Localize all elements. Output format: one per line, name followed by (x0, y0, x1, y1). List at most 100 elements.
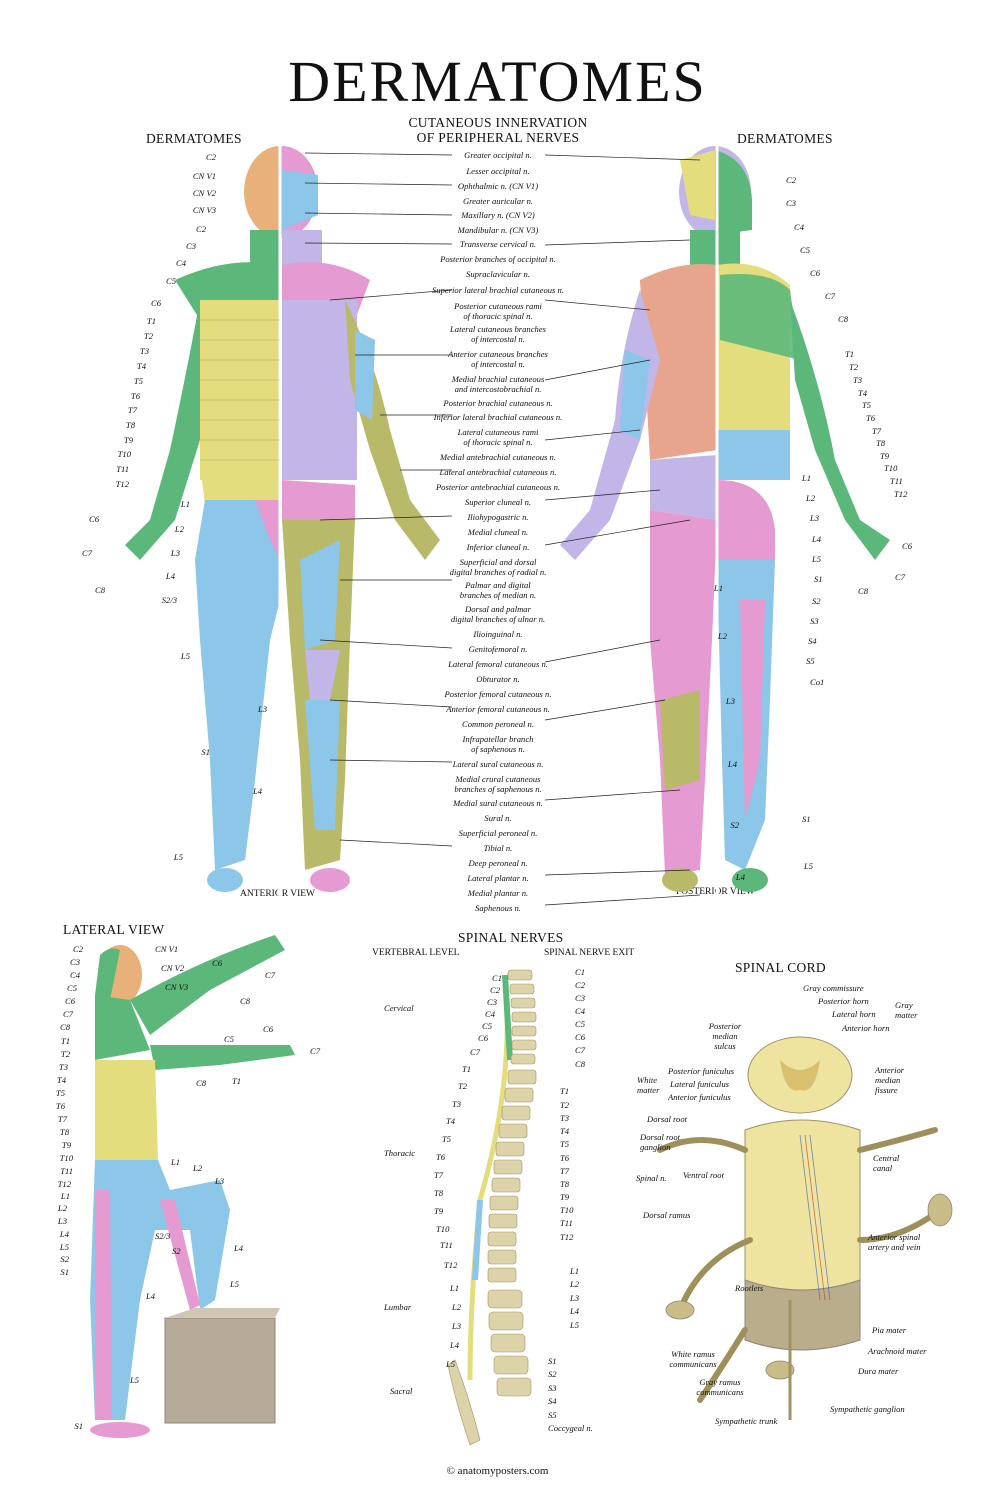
nerve-label: Tibial n. (483, 843, 513, 853)
ant-label: C2 (195, 224, 206, 234)
ant-label: T10 (117, 449, 131, 459)
nerve-label: Infrapatellar branch (462, 734, 534, 744)
ant-label: S2/3 (161, 595, 177, 605)
lat-label: C6 (212, 958, 223, 968)
lat-label: C6 (64, 996, 75, 1006)
lat-label: C2 (72, 944, 83, 954)
cord-label: Anterior funiculus (668, 1092, 731, 1102)
vert-level: L5 (446, 1359, 456, 1369)
ant-label: C7 (81, 548, 92, 558)
post-label: C4 (794, 222, 805, 232)
lat-label: S2/3 (155, 1231, 171, 1241)
nerve-label: Medial sural cutaneous n. (453, 798, 543, 808)
nerve-exit: T11 (560, 1218, 573, 1228)
nerve-exit: C5 (575, 1019, 586, 1029)
cord-label: matter (895, 1010, 918, 1020)
vert-level: T5 (442, 1134, 452, 1144)
cord-label: sulcus (714, 1041, 736, 1051)
nerve-label: Posterior femoral cutaneous n. (444, 689, 552, 699)
post-label: S5 (806, 656, 815, 666)
lat-label: L3 (57, 1216, 67, 1226)
cord-label: Ventral root (683, 1170, 724, 1180)
cord-label: Anterior horn (842, 1023, 890, 1033)
nerve-label: Lateral sural cutaneous n. (452, 759, 544, 769)
cord-label: Sympathetic ganglion (830, 1404, 905, 1414)
ant-label: L2 (174, 524, 184, 534)
ant-label: C5 (165, 276, 176, 286)
lat-label: L5 (59, 1242, 69, 1252)
nerve-label: digital branches of radial n. (449, 567, 547, 577)
vert-level: T2 (458, 1081, 468, 1091)
ant-label: T6 (130, 391, 140, 401)
nerve-exit: L4 (570, 1306, 580, 1316)
lat-label: C4 (69, 970, 80, 980)
vert-level: T6 (436, 1152, 446, 1162)
nerve-label: Posterior cutaneous rami (454, 301, 542, 311)
cord-label: Lateral horn (832, 1009, 876, 1019)
lat-label: C6 (263, 1024, 274, 1034)
ant-label: T12 (115, 479, 129, 489)
vert-level: T1 (462, 1064, 472, 1074)
nerve-label: Supraclavicular n. (466, 269, 530, 279)
lat-label: T1 (232, 1076, 242, 1086)
lat-label: C5 (66, 983, 77, 993)
nerve-label: Medial cluneal n. (467, 527, 529, 537)
post-label: S1 (814, 574, 823, 584)
region-label: Sacral (390, 1386, 413, 1396)
vert-level: C5 (482, 1021, 493, 1031)
vert-level: T9 (434, 1206, 444, 1216)
nerve-label: Lesser occipital n. (466, 166, 530, 176)
lat-label: T1 (60, 1036, 70, 1046)
nerve-label: branches of median n. (459, 590, 537, 600)
post-label: T9 (880, 451, 890, 461)
cord-label: Dura mater (858, 1366, 899, 1376)
nerve-exit: C1 (575, 967, 586, 977)
vert-level: C4 (485, 1009, 496, 1019)
post-label: L2 (806, 493, 816, 503)
post-label: C8 (838, 314, 849, 324)
ant-label: T7 (127, 405, 137, 415)
cord-label: fissure (875, 1085, 898, 1095)
ant-label: T8 (125, 420, 135, 430)
nerve-label: Greater auricular n. (462, 196, 534, 206)
nerve-exit: L3 (570, 1293, 580, 1303)
lat-label: T2 (60, 1049, 70, 1059)
cord-label: Gray ramus (699, 1377, 741, 1387)
cord-label: Anterior (875, 1065, 905, 1075)
nerve-exit: C8 (575, 1059, 586, 1069)
ant-label: C6 (150, 298, 161, 308)
nerve-label: Posterior brachial cutaneous n. (443, 398, 553, 408)
nerve-label: Posterior branches of occipital n. (440, 254, 556, 264)
ant-label: L1 (180, 499, 190, 509)
ant-label: T9 (123, 435, 133, 445)
header-vertebral-level: VERTEBRAL LEVEL (372, 948, 460, 958)
nerve-label: Genitofemoral n. (468, 644, 528, 654)
spinal-cord-figure (657, 1036, 953, 1420)
header-cutaneous-line1: CUTANEOUS INNERVATION (408, 115, 588, 130)
vert-level: T12 (444, 1260, 458, 1270)
nerve-label: Common peroneal n. (461, 719, 534, 729)
post-label: T6 (866, 413, 876, 423)
ant-label: T11 (116, 464, 129, 474)
vert-level: T7 (434, 1170, 444, 1180)
ant-label: C8 (94, 585, 105, 595)
nerve-exit: T5 (560, 1139, 570, 1149)
lat-label: T11 (60, 1166, 73, 1176)
post-label: C8 (858, 586, 869, 596)
lat-label: T12 (57, 1179, 71, 1189)
cord-label: White (637, 1075, 658, 1085)
post-label: C2 (786, 175, 797, 185)
header-spinal-nerve-exit: SPINAL NERVE EXIT (544, 948, 635, 958)
nerve-label: Ilioinguinal n. (473, 629, 523, 639)
nerve-exit: S3 (548, 1383, 557, 1393)
post-label: L4 (735, 872, 745, 882)
nerve-label: Lateral cutaneous branches (450, 324, 546, 334)
nerve-exit: T7 (560, 1166, 570, 1176)
post-label: S2 (812, 596, 821, 606)
nerve-exit: C7 (575, 1045, 586, 1055)
vert-level: T10 (436, 1224, 450, 1234)
posterior-figure (560, 145, 890, 900)
region-label: Cervical (384, 1003, 414, 1013)
nerve-exit: C3 (575, 993, 586, 1003)
ant-label: C4 (175, 258, 186, 268)
